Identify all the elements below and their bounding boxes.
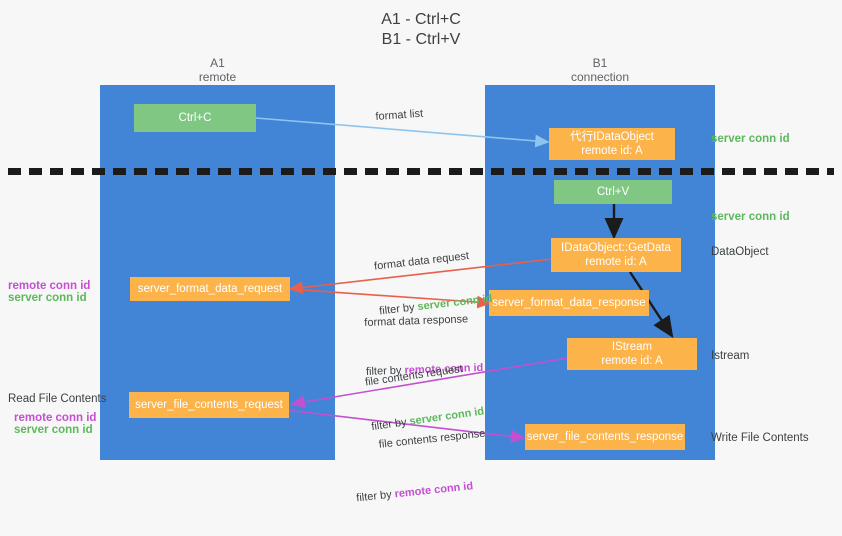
annotation-file-contents-response: file contents response filter by remote … (356, 397, 495, 533)
annotation-file-contents-response-line1: file contents response (378, 427, 486, 451)
annotation-filter-value-remote-conn-id-2: remote conn id (394, 480, 474, 501)
left-label-server-conn-id-upper: server conn id (8, 292, 87, 304)
right-label-write-file-contents: Write File Contents (711, 432, 809, 444)
box-server-format-data-request[interactable]: server_format_data_request (130, 277, 290, 301)
page-title: A1 - Ctrl+C B1 - Ctrl+V (381, 11, 461, 48)
left-label-read-file-contents: Read File Contents (8, 393, 107, 405)
diagram-canvas: A1 - Ctrl+C B1 - Ctrl+V A1 remote B1 con… (8, 11, 834, 504)
left-label-server-conn-id-lower: server conn id (14, 424, 93, 436)
box-server-format-data-response[interactable]: server_format_data_response (489, 290, 649, 316)
phase-divider (8, 168, 834, 175)
box-ctrl-v[interactable]: Ctrl+V (554, 180, 672, 204)
box-idataobject-getdata[interactable]: IDataObject::GetData remote id: A (551, 238, 681, 272)
right-label-dataobject: DataObject (711, 246, 769, 258)
annotation-format-data-response-line1: format data response (364, 313, 469, 329)
annotation-filter-prefix-4: filter by (355, 488, 396, 505)
right-label-istream: Istream (711, 350, 750, 362)
box-proxy-idataobject[interactable]: 代行IDataObject remote id: A (549, 128, 675, 160)
lane-header-a1: A1 remote (198, 56, 237, 84)
left-label-remote-conn-id-upper: remote conn id (8, 280, 91, 292)
right-label-server-conn-id-top: server conn id (711, 133, 790, 145)
left-label-remote-conn-id-lower: remote conn id (14, 412, 97, 424)
annotation-file-contents-request-line1: file contents request (364, 362, 464, 389)
annotation-file-contents-response-line2: filter by remote conn id (356, 477, 492, 506)
lane-header-b1: B1 connection (570, 56, 630, 84)
box-ctrl-c[interactable]: Ctrl+C (134, 104, 256, 132)
box-server-file-contents-response[interactable]: server_file_contents_response (525, 424, 685, 450)
box-istream[interactable]: IStream remote id: A (567, 338, 697, 370)
annotation-format-list: format list (375, 107, 424, 123)
annotation-format-data-request-line1: format data request (373, 250, 470, 273)
box-server-file-contents-request[interactable]: server_file_contents_request (129, 392, 289, 418)
right-label-server-conn-id-mid: server conn id (711, 211, 790, 223)
